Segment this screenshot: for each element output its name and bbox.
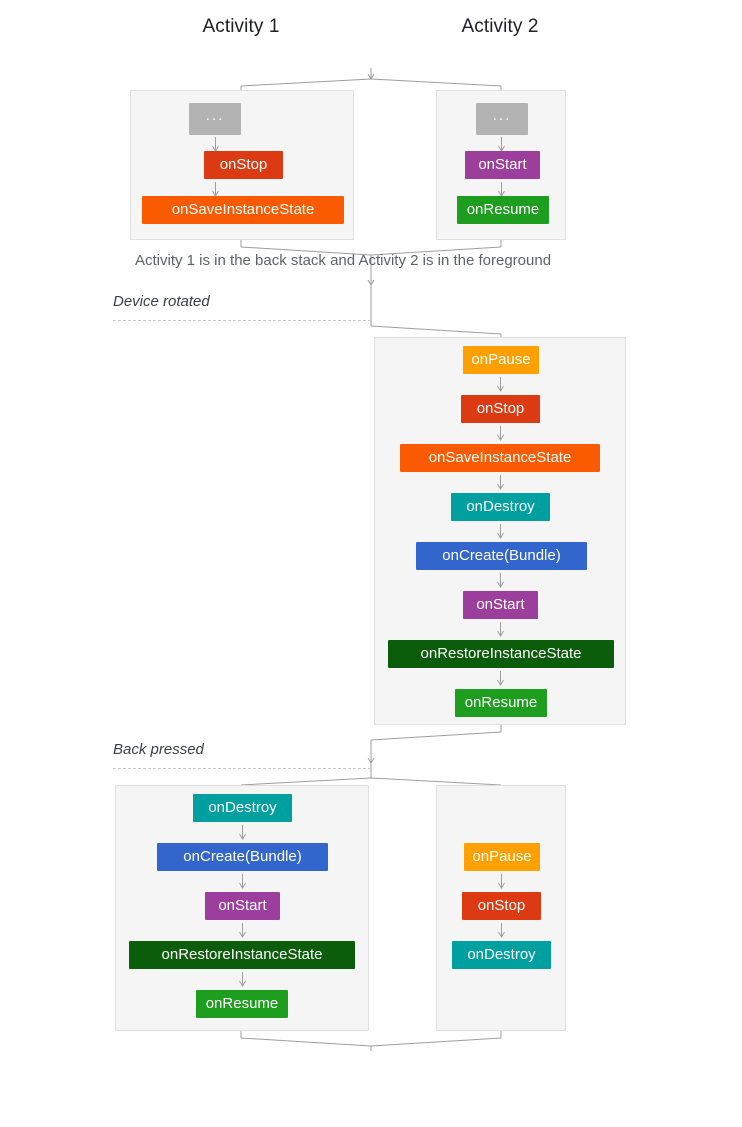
arrow-down-icon [497, 622, 504, 637]
node-ondestroy: onDestroy [452, 941, 551, 969]
node-onstart: onStart [465, 151, 540, 179]
connector-section1-to-rotate [240, 240, 502, 341]
column-header-activity-2: Activity 2 [461, 16, 539, 37]
arrow-down-icon [239, 825, 246, 840]
node-onsaveinstancestate: onSaveInstanceState [142, 196, 344, 224]
node-ellipsis: ... [189, 103, 241, 135]
arrow-down-icon [498, 874, 505, 889]
arrow-down-icon [497, 426, 504, 441]
arrow-down-icon [239, 972, 246, 987]
arrow-down-icon [239, 923, 246, 938]
node-ellipsis: ... [476, 103, 528, 135]
node-onsaveinstancestate: onSaveInstanceState [400, 444, 600, 472]
panel-activity-2-back: onPause onStop onDestroy [436, 785, 566, 1031]
arrow-down-icon [497, 377, 504, 392]
arrow-down-icon [497, 573, 504, 588]
node-onpause: onPause [463, 346, 539, 374]
node-onrestoreinstancestate: onRestoreInstanceState [388, 640, 614, 668]
section-label-device-rotated: Device rotated [113, 293, 210, 310]
caption-back-stack-note: Activity 1 is in the back stack and Acti… [135, 252, 552, 269]
panel-activity-2-rotated: onPause onStop onSaveInstanceState onDes… [374, 337, 626, 725]
panel-activity-1-initial: ... onStop onSaveInstanceState [130, 90, 354, 240]
node-ondestroy: onDestroy [451, 493, 550, 521]
connector-rotate-to-back [240, 725, 502, 792]
node-onresume: onResume [196, 990, 288, 1018]
node-onstop: onStop [461, 395, 540, 423]
node-ondestroy: onDestroy [193, 794, 292, 822]
arrow-down-icon [497, 671, 504, 686]
arrow-down-icon [497, 524, 504, 539]
section-label-back-pressed: Back pressed [113, 741, 204, 758]
node-onresume: onResume [457, 196, 549, 224]
node-onstart: onStart [463, 591, 538, 619]
node-onstop: onStop [462, 892, 541, 920]
panel-activity-1-back: onDestroy onCreate(Bundle) onStart onRes… [115, 785, 369, 1031]
column-header-activity-1: Activity 1 [202, 16, 280, 37]
divider-back-pressed [113, 768, 371, 769]
node-oncreate-bundle: onCreate(Bundle) [157, 843, 328, 871]
node-onpause: onPause [464, 843, 540, 871]
node-onstart: onStart [205, 892, 280, 920]
arrow-down-icon [239, 874, 246, 889]
panel-activity-2-initial: ... onStart onResume [436, 90, 566, 240]
node-onrestoreinstancestate: onRestoreInstanceState [129, 941, 355, 969]
node-oncreate-bundle: onCreate(Bundle) [416, 542, 587, 570]
divider-device-rotated [113, 320, 371, 321]
arrow-down-icon [498, 923, 505, 938]
connector-bottom-exit [240, 1031, 502, 1051]
node-onresume: onResume [455, 689, 547, 717]
connector-top-entry [240, 68, 502, 93]
node-onstop: onStop [204, 151, 283, 179]
arrow-down-icon [497, 475, 504, 490]
